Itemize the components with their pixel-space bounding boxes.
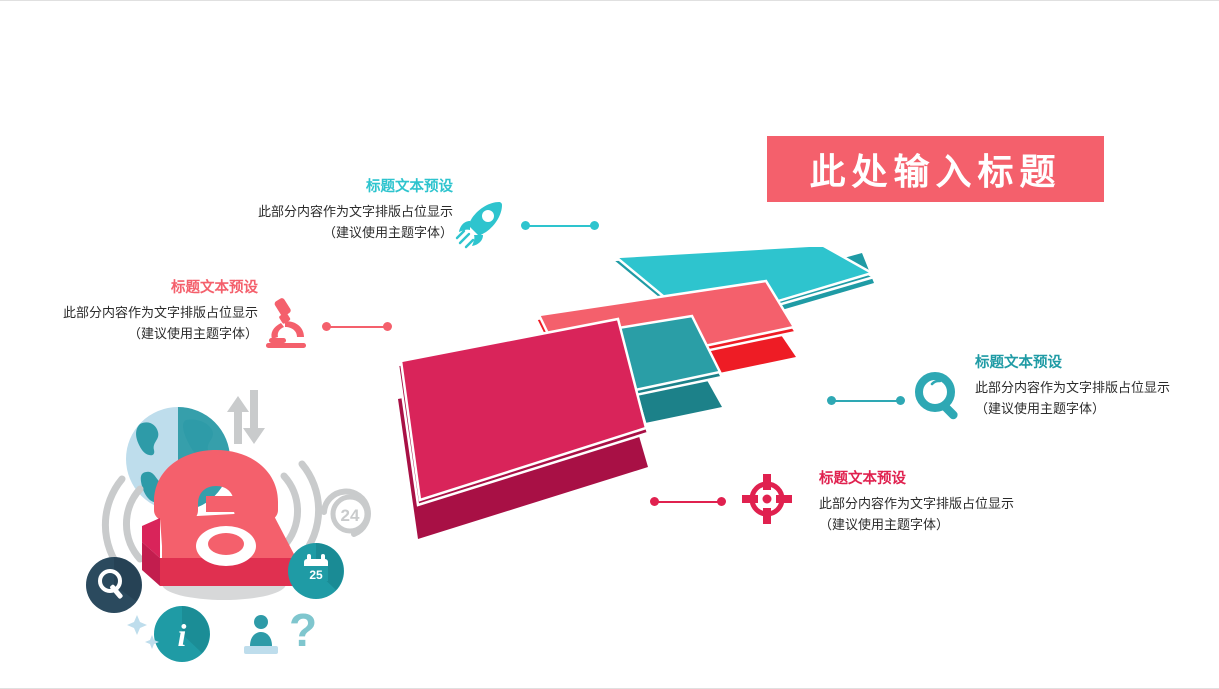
- text-block-microscope: 标题文本预设 此部分内容作为文字排版占位显示（建议使用主题字体）: [58, 280, 258, 344]
- block-body: 此部分内容作为文字排版占位显示（建议使用主题字体）: [819, 496, 1015, 532]
- connector-line: [831, 399, 901, 402]
- person-icon: [244, 615, 278, 654]
- text-block-rocket: 标题文本预设 此部分内容作为文字排版占位显示（建议使用主题字体）: [253, 179, 453, 243]
- rocket-icon[interactable]: [455, 197, 507, 249]
- block-heading: 标题文本预设: [366, 179, 453, 195]
- connector-search: [827, 396, 905, 405]
- title-banner[interactable]: 此处输入标题: [767, 136, 1104, 202]
- question-mark-icon: ?: [289, 604, 317, 656]
- svg-text:i: i: [178, 617, 187, 653]
- connector-dot: [717, 497, 726, 506]
- up-down-arrows-icon: [227, 390, 265, 444]
- customer-service-illustration: 24 25: [78, 384, 374, 680]
- connector-dot: [896, 396, 905, 405]
- text-block-search: 标题文本预设 此部分内容作为文字排版占位显示（建议使用主题字体）: [975, 355, 1170, 419]
- calendar-icon: 25: [288, 543, 344, 599]
- sound-waves-right: [280, 460, 323, 560]
- block-heading: 标题文本预设: [975, 355, 1062, 371]
- block-body: 此部分内容作为文字排版占位显示（建议使用主题字体）: [62, 305, 258, 341]
- connector-line: [654, 500, 722, 503]
- crosshair-icon[interactable]: [742, 474, 792, 524]
- gear-wrench-icon: [86, 557, 142, 613]
- block-body: 此部分内容作为文字排版占位显示（建议使用主题字体）: [975, 380, 1171, 416]
- stair-step-1: [396, 317, 650, 539]
- headset-24-icon: 24: [321, 488, 371, 537]
- stairs-diagram: [396, 243, 878, 539]
- connector-dot: [590, 221, 599, 230]
- retro-telephone-icon: [142, 450, 296, 586]
- sound-waves-left: [101, 475, 144, 575]
- block-body: 此部分内容作为文字排版占位显示（建议使用主题字体）: [257, 204, 453, 240]
- text-block-target: 标题文本预设 此部分内容作为文字排版占位显示（建议使用主题字体）: [819, 471, 1014, 535]
- connector-target: [650, 497, 726, 506]
- microscope-icon[interactable]: [264, 297, 312, 349]
- block-heading: 标题文本预设: [819, 471, 906, 487]
- connector-rocket: [521, 221, 599, 230]
- connector-line: [326, 325, 388, 328]
- block-heading: 标题文本预设: [171, 280, 258, 296]
- connector-microscope: [322, 322, 392, 331]
- magnifier-icon[interactable]: [914, 371, 966, 423]
- svg-text:24: 24: [341, 506, 360, 525]
- page-title: 此处输入标题: [809, 151, 1062, 192]
- connector-dot: [383, 322, 392, 331]
- sparkle-decor: [127, 615, 159, 649]
- info-icon: i: [154, 606, 210, 662]
- svg-text:25: 25: [309, 568, 323, 582]
- connector-line: [525, 224, 595, 227]
